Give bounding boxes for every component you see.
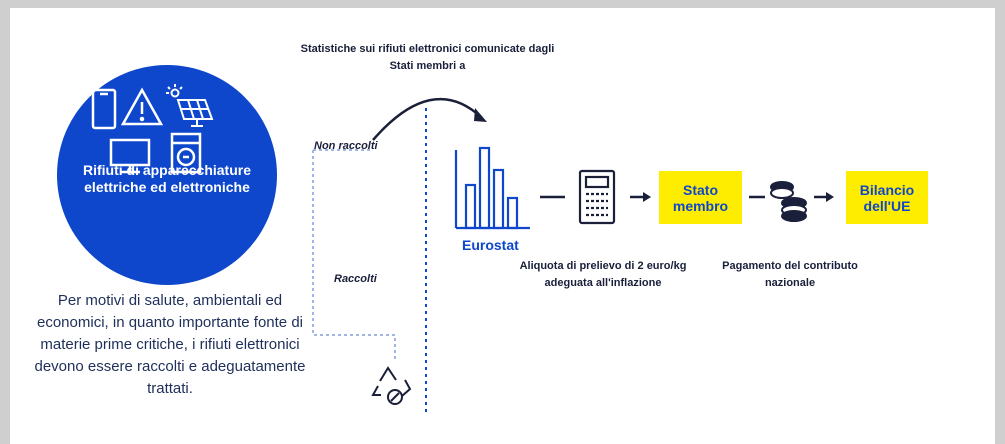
- calculator-icon: [578, 169, 616, 225]
- circle-label: Rifiuti di apparecchiature elettriche ed…: [82, 162, 252, 195]
- solar-panel-icon: [166, 84, 214, 127]
- warning-icon: [120, 87, 164, 126]
- description-text: Per motivi di salute, ambientali ed econ…: [34, 292, 306, 397]
- flow-arrow-1: [630, 192, 651, 202]
- member-state-box: Stato membro: [659, 171, 742, 224]
- rate-caption: Aliquota di prelievo di 2 euro/kg adegua…: [519, 260, 687, 289]
- coins-icon: [770, 181, 807, 222]
- tv-icon: [109, 138, 151, 174]
- bar-chart-icon: [454, 146, 530, 230]
- payment-caption: Pagamento del contributo nazionale: [722, 260, 858, 289]
- smartphone-icon: [91, 88, 117, 130]
- flow-arrow-3: [814, 192, 834, 202]
- dotted-connectors: [312, 149, 396, 360]
- eu-budget-box: Bilancio dell'UE: [846, 171, 928, 224]
- washing-machine-icon: [170, 132, 202, 174]
- recycle-icon: [371, 366, 412, 405]
- eurostat-label: Eurostat: [462, 237, 519, 253]
- curved-arrow-icon: [372, 97, 487, 141]
- not-collected-label: Non raccolti: [314, 140, 378, 152]
- collected-label: Raccolti: [334, 273, 377, 285]
- statistics-note: Statistiche sui rifiuti elettronici comu…: [300, 43, 555, 72]
